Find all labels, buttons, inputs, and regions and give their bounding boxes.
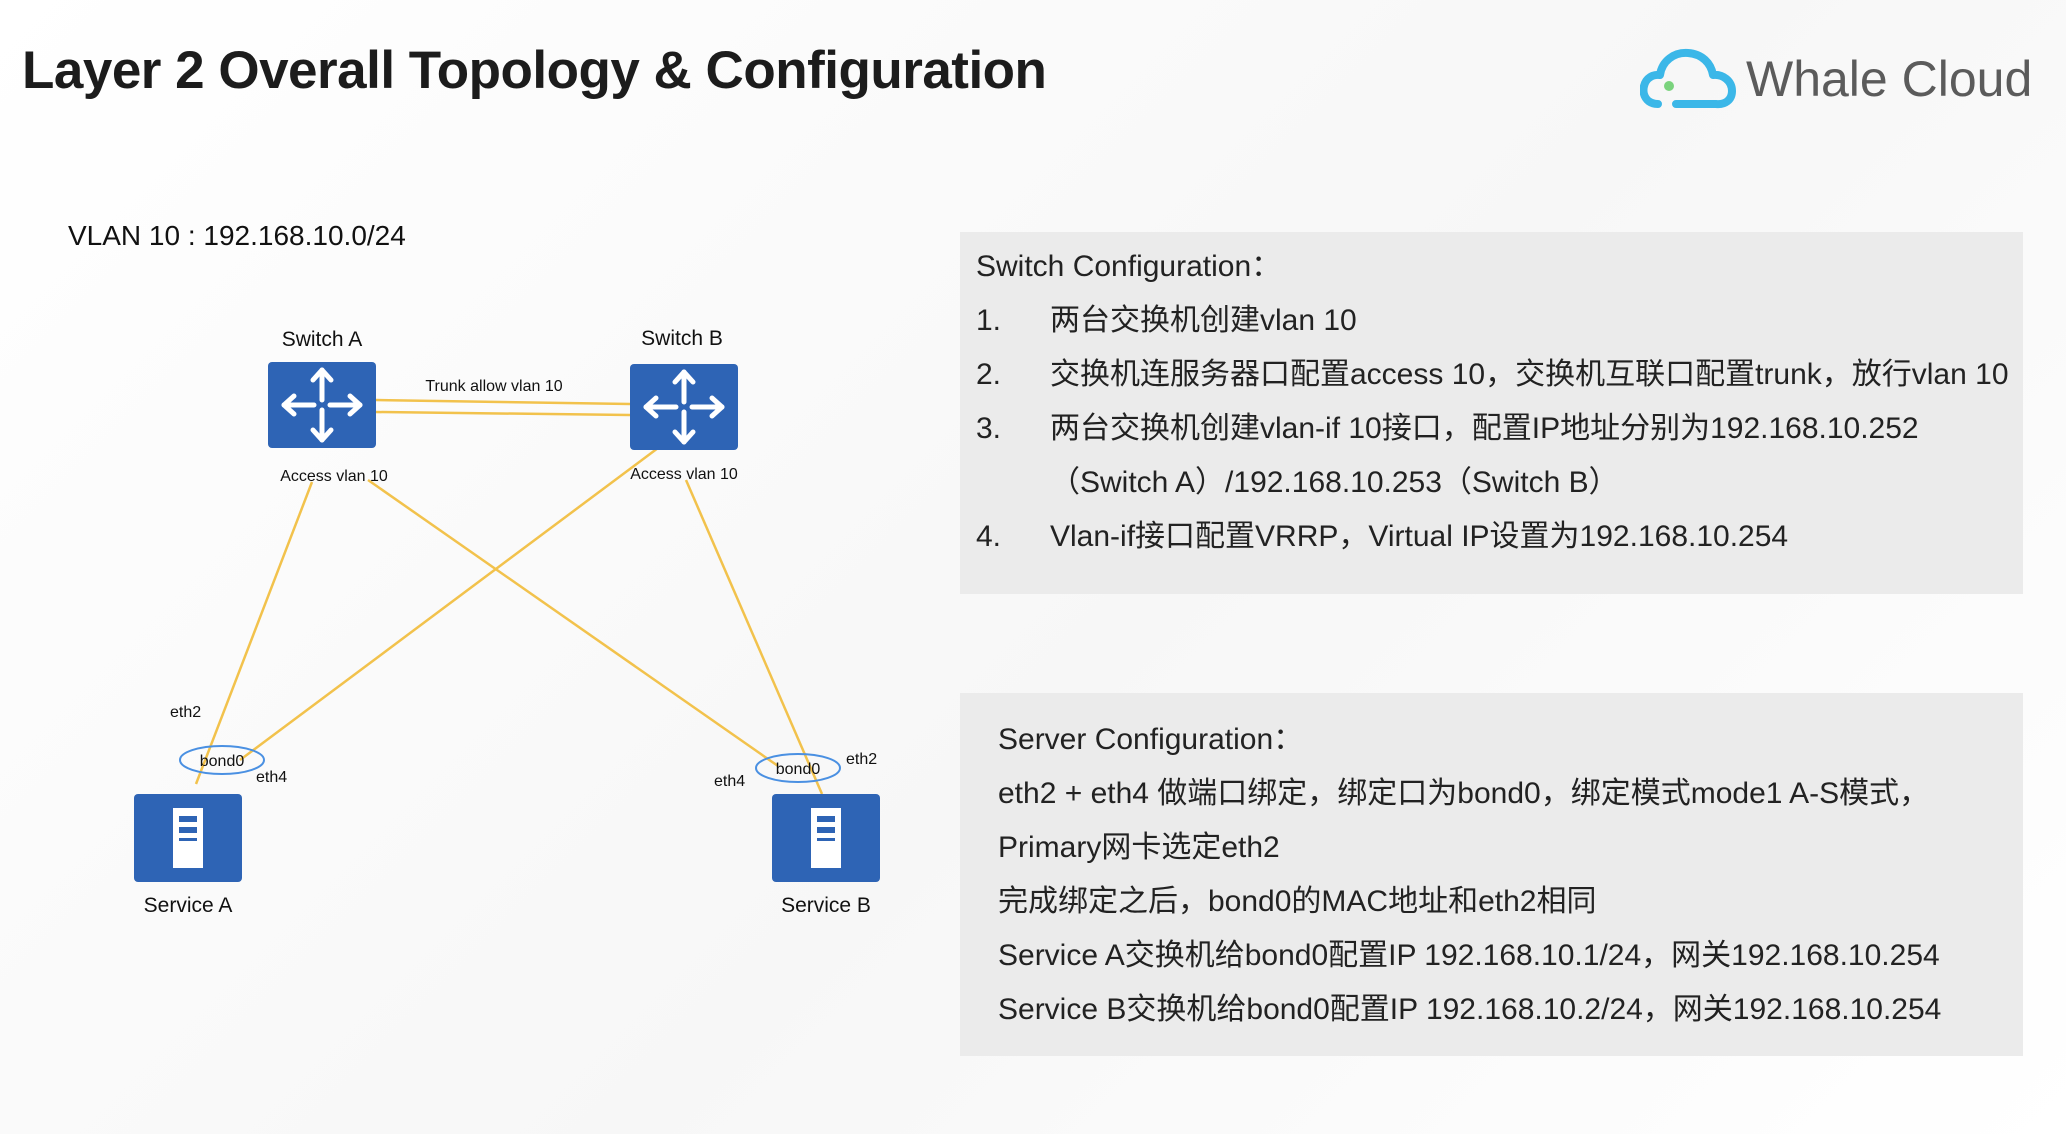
server-config-heading: Server Configuration：: [998, 723, 1304, 756]
list-text: Vlan-if接口配置VRRP，Virtual IP设置为192.168.10.…: [1050, 520, 1789, 553]
list-text: 两台交换机创建vlan 10: [1050, 304, 1357, 337]
service-b-server: [772, 794, 880, 882]
vlan-label: VLAN 10 : 192.168.10.0/24: [68, 220, 406, 251]
list-number: 2.: [976, 358, 1002, 391]
link-switch-b-to-service-a: [239, 446, 659, 762]
page-title: Layer 2 Overall Topology & Configuration: [22, 41, 1047, 100]
switch-config-panel: Switch Configuration： 1. 两台交换机创建vlan 10 2…: [960, 232, 2023, 594]
config-line: eth2 + eth4 做端口绑定，绑定口为bond0，绑定模式mode1 A-…: [998, 777, 1930, 810]
list-text: （Switch A）/192.168.10.253（Switch B）: [1050, 466, 1619, 499]
list-item: （Switch A）/192.168.10.253（Switch B）: [976, 456, 2009, 510]
list-text: 交换机连服务器口配置access 10，交换机互联口配置trunk，放行vlan…: [1050, 358, 2009, 391]
config-line: Service B交换机给bond0配置IP 192.168.10.2/24，网…: [998, 993, 1942, 1026]
switch-b: [630, 364, 738, 450]
config-line: 完成绑定之后，bond0的MAC地址和eth2相同: [998, 885, 1597, 918]
list-item: 2. 交换机连服务器口配置access 10，交换机互联口配置trunk，放行vl…: [976, 348, 2009, 402]
service-b-eth2-label: eth2: [846, 751, 877, 768]
service-a-server: [134, 794, 242, 882]
link-switch-a-to-service-b: [367, 478, 779, 768]
link-switch-a-to-service-a: [194, 481, 314, 785]
list-text: 两台交换机创建vlan-if 10接口，配置IP地址分别为192.168.10.…: [1050, 412, 1919, 445]
switch-config-heading: Switch Configuration：: [976, 250, 1282, 283]
server-icon: [173, 808, 203, 868]
cloud-icon: [1640, 48, 1736, 109]
server-icon: [811, 808, 841, 868]
server-config-lines: eth2 + eth4 做端口绑定，绑定口为bond0，绑定模式mode1 A-…: [998, 767, 1941, 1037]
link-switch-b-to-service-b: [684, 479, 824, 795]
service-a-eth4-label: eth4: [256, 769, 287, 786]
switch-a: [268, 362, 376, 448]
server-config-panel: Server Configuration： eth2 + eth4 做端口绑定，…: [960, 693, 2023, 1056]
switch-a-port-label: Access vlan 10: [280, 468, 388, 485]
service-a-bond-outline: [179, 745, 265, 775]
switch-b-port-label: Access vlan 10: [630, 466, 738, 483]
switch-icon: [281, 367, 363, 443]
list-item: 3. 两台交换机创建vlan-if 10接口，配置IP地址分别为192.168.1…: [976, 402, 2009, 456]
whale-cloud-logo: Whale Cloud: [1640, 44, 2040, 114]
logo-text: Whale Cloud: [1746, 51, 2033, 107]
list-number: 1.: [976, 304, 1002, 337]
switch-icon: [643, 369, 725, 445]
service-a-eth2-label: eth2: [170, 704, 201, 721]
list-item: 4. Vlan-if接口配置VRRP，Virtual IP设置为192.168.1…: [976, 510, 2009, 564]
service-b-bond-label: bond0: [776, 761, 821, 778]
config-line: Service A交换机给bond0配置IP 192.168.10.1/24，网…: [998, 939, 1940, 972]
service-b-bond-outline: [755, 753, 841, 783]
service-b-label: Service B: [781, 894, 871, 917]
config-line: Primary网卡选定eth2: [998, 831, 1280, 864]
switch-a-label: Switch A: [282, 328, 363, 351]
switch-b-label: Switch B: [641, 327, 723, 350]
list-number: 4.: [976, 520, 1002, 553]
switch-config-list: 1. 两台交换机创建vlan 10 2. 交换机连服务器口配置access 10，交…: [976, 294, 2009, 564]
service-a-label: Service A: [144, 894, 233, 917]
trunk-label: Trunk allow vlan 10: [425, 378, 562, 395]
trunk-link: [375, 398, 631, 406]
list-item: 1. 两台交换机创建vlan 10: [976, 294, 2009, 348]
trunk-link: [375, 410, 631, 417]
list-number: 3.: [976, 412, 1002, 445]
service-b-eth4-label: eth4: [714, 773, 745, 790]
service-a-bond-label: bond0: [200, 753, 245, 770]
topology-diagram: Switch A Access vlan 10 Switch B Acc: [134, 327, 880, 917]
